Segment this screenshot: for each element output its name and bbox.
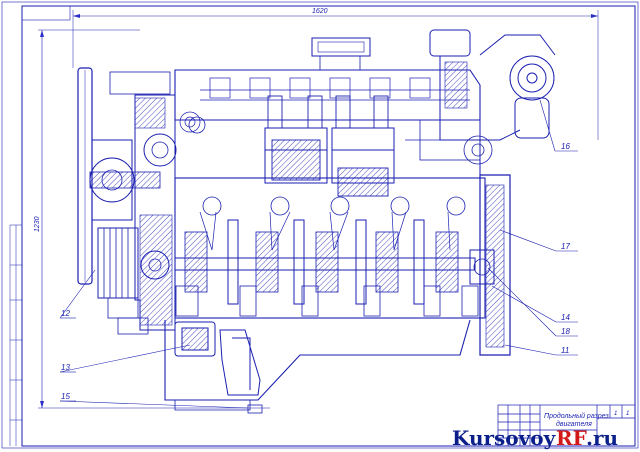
callout-18: 18 — [561, 327, 570, 336]
cylinders — [264, 95, 395, 197]
callout-labels: 12 13 15 16 17 14 18 11 — [61, 142, 570, 401]
site-watermark: Kursovoy RF .ru — [452, 426, 618, 450]
height-dimension: 1230 — [34, 29, 270, 409]
callout-14: 14 — [561, 313, 570, 322]
watermark-domain: .ru — [586, 426, 618, 450]
sheet-count: 1 — [626, 411, 629, 417]
callout-13: 13 — [61, 363, 70, 372]
flywheel-housing — [469, 174, 511, 356]
callout-leaders — [59, 99, 578, 409]
title-block: Продольный разрез двигателя 1 1 — [497, 404, 636, 447]
engine-block — [174, 177, 486, 319]
rear-gear-train — [405, 119, 493, 165]
valve-train — [179, 77, 470, 133]
oil-sump — [164, 319, 471, 401]
oil-pump — [174, 321, 261, 396]
crankshaft — [174, 196, 476, 305]
main-bearing-caps — [175, 285, 479, 317]
length-dimension: 1620 — [72, 8, 599, 140]
callout-17: 17 — [561, 242, 570, 251]
callout-12: 12 — [61, 309, 70, 318]
watermark-rf: RF — [556, 426, 587, 450]
watermark-kursovoy: Kursovoy — [452, 426, 557, 450]
binding-strip — [9, 224, 22, 446]
drawing-title-line2: двигателя — [556, 420, 592, 428]
height-dimension-text: 1230 — [34, 216, 41, 232]
drawing-title-line1: Продольный разрез — [544, 412, 610, 420]
top-left-stamp — [21, 5, 71, 21]
sheet-number: 1 — [614, 411, 617, 417]
inner-frame — [21, 5, 636, 447]
engine-section — [77, 29, 556, 414]
turbocharger — [429, 29, 556, 141]
valve-cover — [174, 69, 481, 121]
callout-11: 11 — [561, 346, 569, 355]
callout-16: 16 — [561, 142, 570, 151]
length-dimension-text: 1620 — [312, 8, 328, 15]
crank-pulley — [97, 227, 139, 319]
callout-15: 15 — [61, 392, 70, 401]
